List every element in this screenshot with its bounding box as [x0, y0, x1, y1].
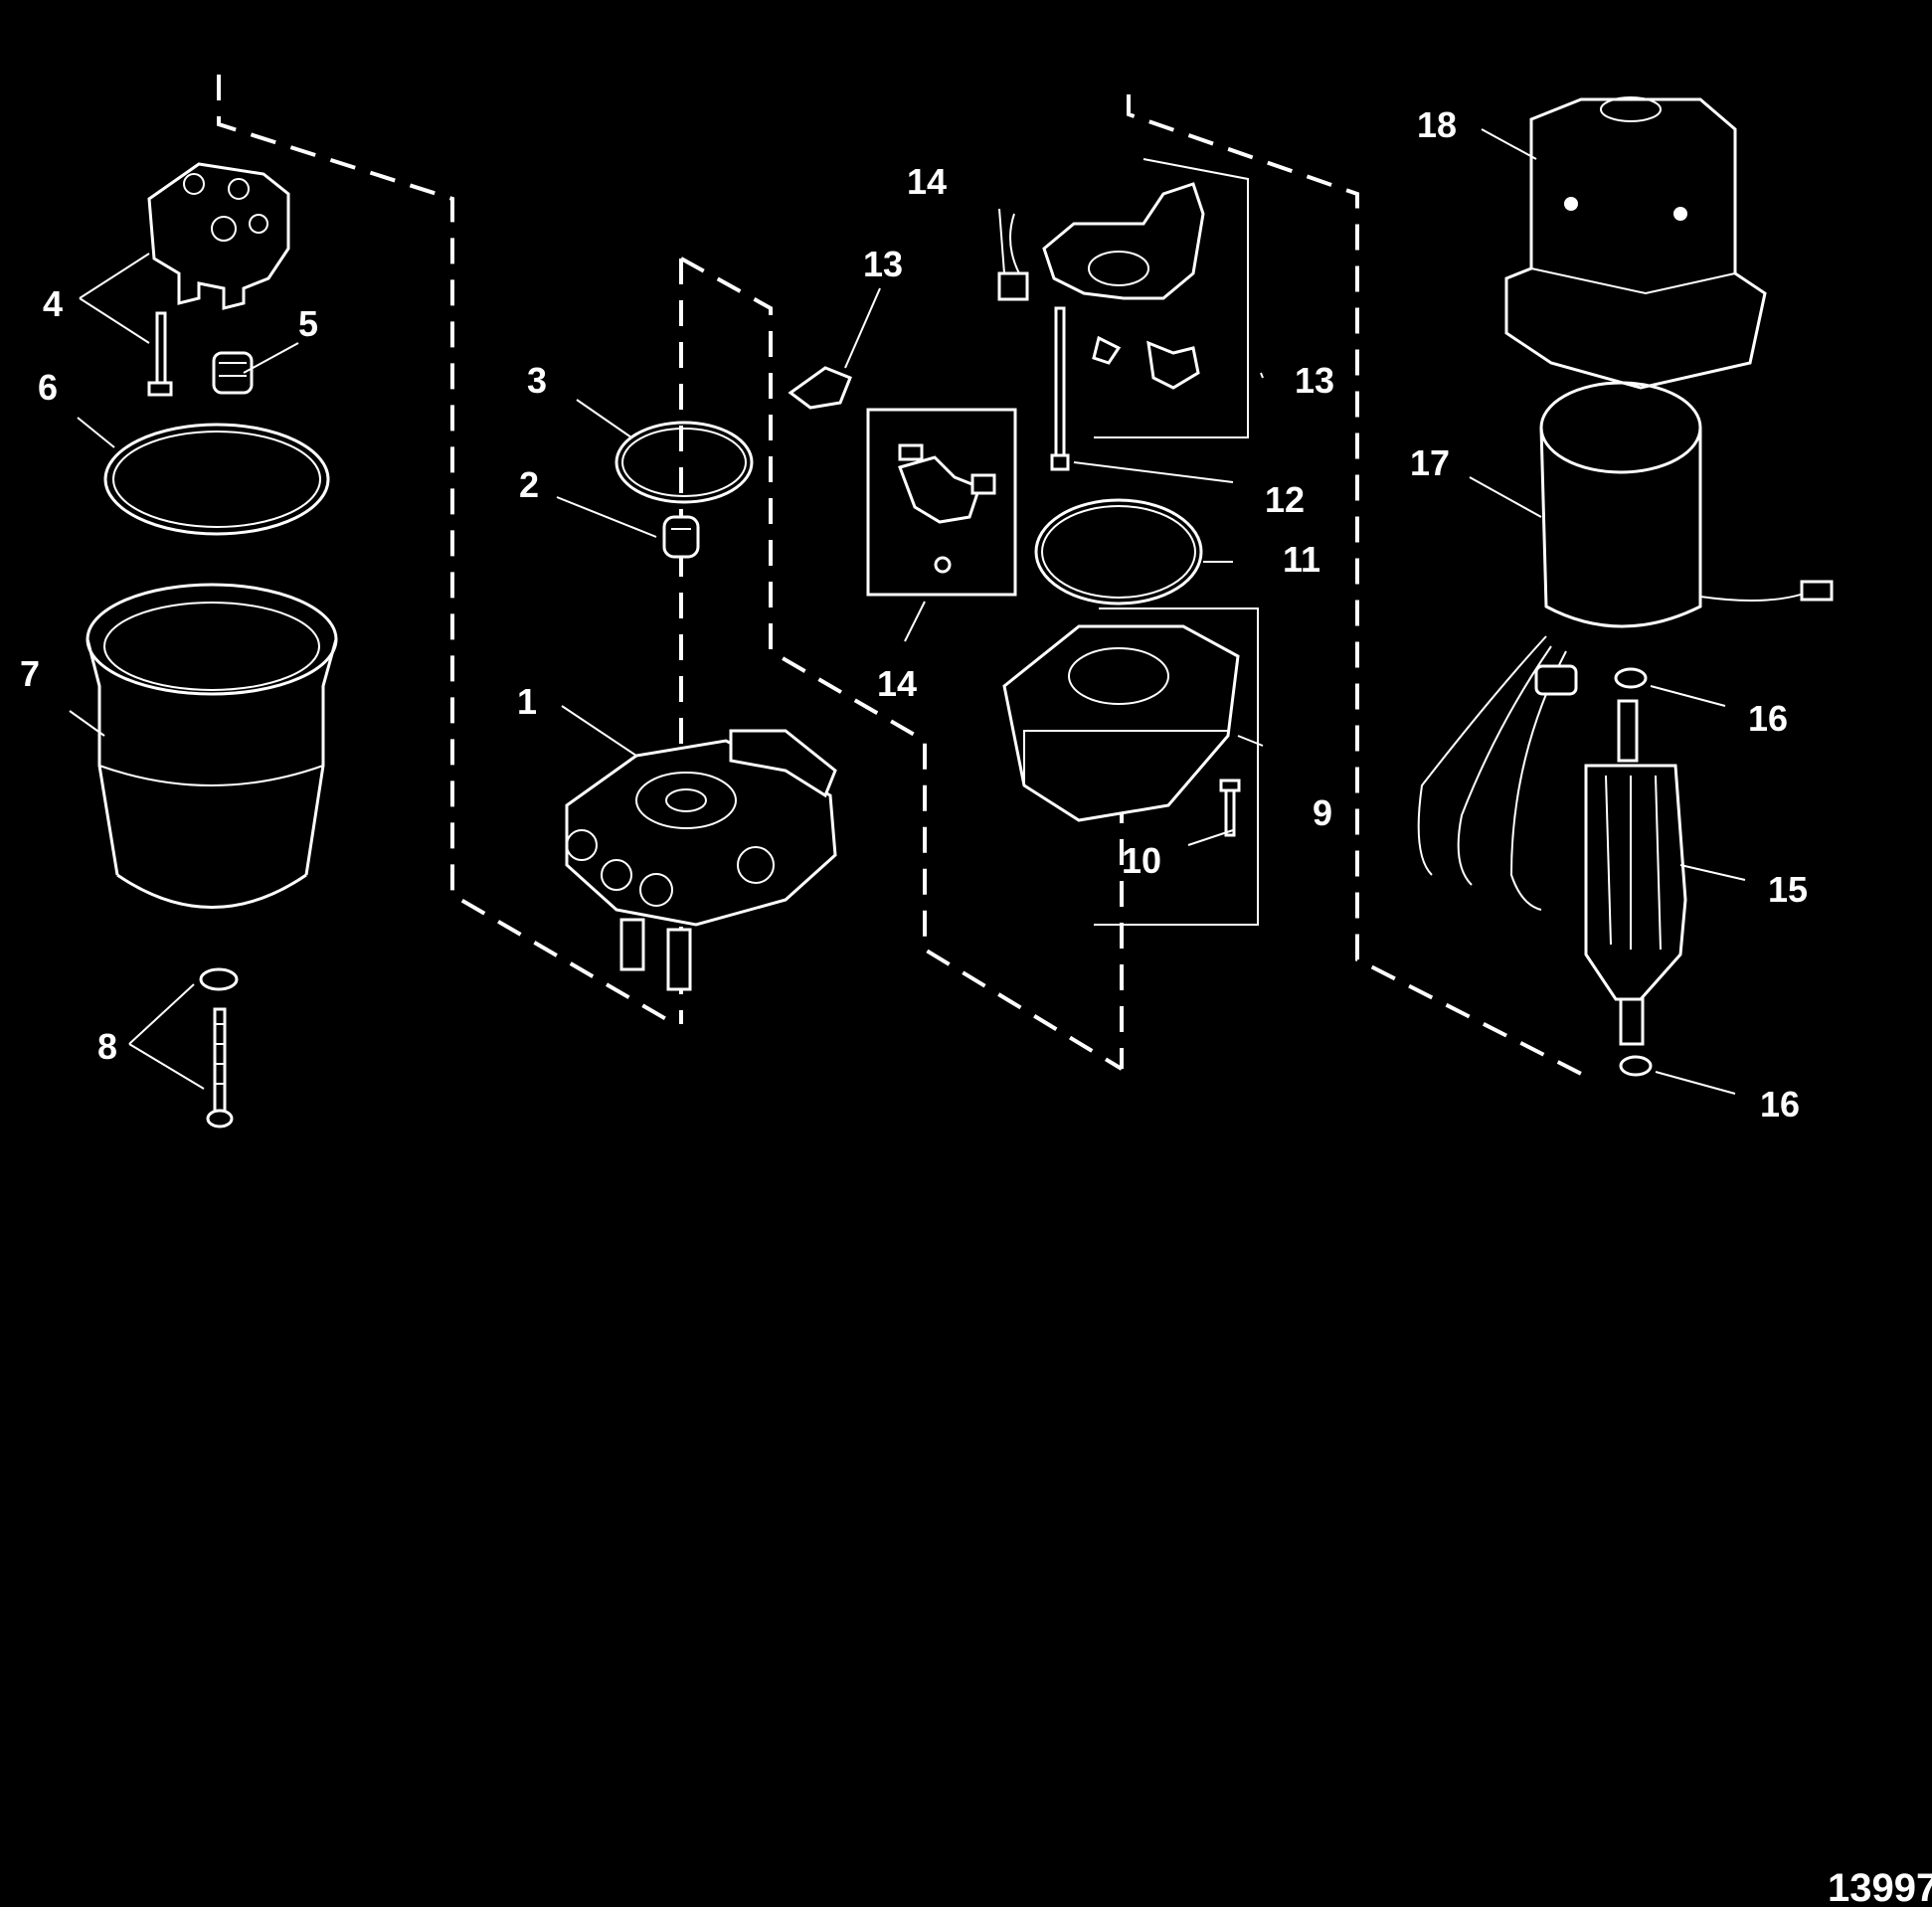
callout-5: 5 [298, 303, 318, 344]
callout-10: 10 [1122, 840, 1161, 881]
washer-part-16-top [1614, 667, 1648, 689]
motor-cover-part-18 [1504, 96, 1767, 390]
connector-part-14 [997, 213, 1029, 301]
callout-labels: 1 2 3 4 5 6 7 8 9 10 11 12 13 13 14 14 1… [20, 104, 1808, 1125]
callout-7: 7 [20, 653, 40, 694]
callout-2: 2 [519, 464, 539, 505]
callout-14-bottom: 14 [877, 663, 917, 704]
leader-lines [69, 128, 1746, 1095]
callout-13-right: 13 [1295, 360, 1334, 401]
callout-3: 3 [527, 360, 547, 401]
manifold-part-1 [565, 729, 837, 991]
o-ring-part-11 [1034, 498, 1203, 606]
callout-13-top: 13 [863, 244, 903, 284]
brush-clip-part-13 [788, 366, 852, 410]
brush-detail-box-part-14 [866, 408, 1017, 597]
fitting-part-2 [662, 515, 700, 559]
callout-16-bottom: 16 [1760, 1084, 1800, 1125]
callout-1: 1 [517, 681, 537, 722]
washer-part-16-bottom [1619, 1055, 1653, 1077]
callout-11: 11 [1283, 539, 1320, 580]
brush-plate-part-13 [1042, 182, 1205, 390]
callout-15: 15 [1768, 869, 1808, 910]
callout-9: 9 [1313, 792, 1332, 833]
bolt-part-8 [199, 967, 239, 1128]
callout-4: 4 [43, 283, 63, 324]
assembly-outline-right [1127, 94, 1592, 1081]
screw-part-10 [1219, 779, 1241, 837]
end-cap-part-9 [1002, 624, 1240, 822]
o-ring-part-6 [103, 423, 330, 536]
gear-part-5 [212, 351, 254, 395]
armature-part-15 [1584, 699, 1687, 1046]
field-frame-part-17 [1417, 381, 1834, 911]
assembly-outline-middle [680, 257, 1124, 1071]
figure-number: 13997 [1828, 1866, 1932, 1907]
callout-6: 6 [38, 367, 58, 408]
o-ring-part-3 [615, 421, 754, 504]
screw-part-4 [147, 311, 173, 397]
reservoir-part-7 [86, 583, 338, 909]
callout-17: 17 [1410, 442, 1450, 483]
callout-18: 18 [1417, 104, 1457, 145]
callout-8: 8 [97, 1026, 117, 1067]
callout-12: 12 [1265, 479, 1305, 520]
pump-assembly-part [147, 162, 290, 310]
callout-14-top: 14 [907, 161, 947, 202]
callout-16-top: 16 [1748, 698, 1788, 739]
assembly-outline-left [217, 75, 668, 1021]
screw-part-12 [1050, 306, 1070, 471]
